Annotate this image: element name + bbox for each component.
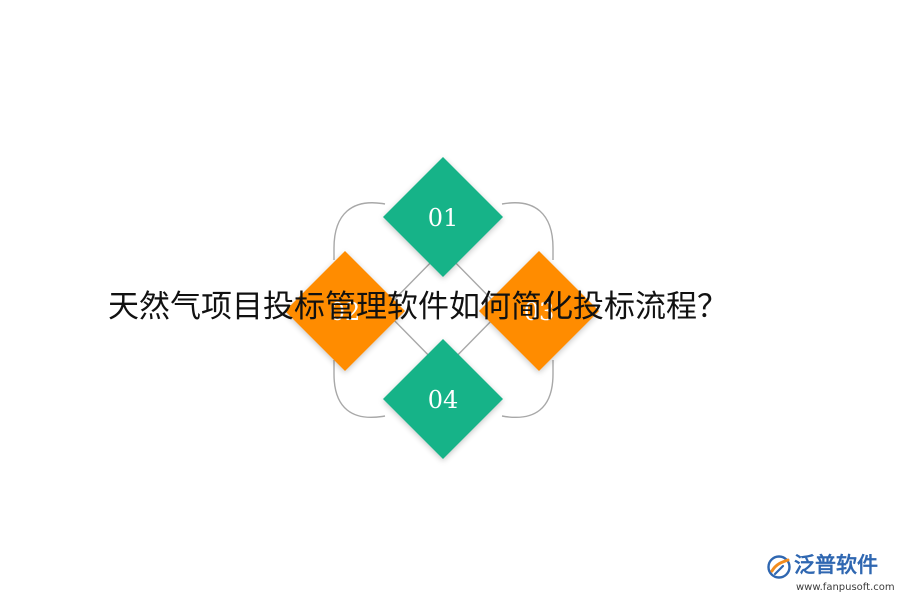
tile-01: 01 <box>383 157 503 277</box>
tile-02: 02 <box>285 251 405 371</box>
tile-03: 03 <box>479 251 599 371</box>
outer-loop-top-left <box>333 202 386 260</box>
tile-04-label: 04 <box>428 386 459 414</box>
tile-03-diamond <box>479 251 599 371</box>
outer-loop-bottom-right <box>501 360 554 418</box>
outer-loop-bottom-left <box>333 360 386 418</box>
tile-02-label: 02 <box>330 298 361 326</box>
outer-loop-top-right <box>501 202 554 260</box>
tile-03-label: 03 <box>524 298 555 326</box>
tile-01-label: 01 <box>428 204 459 232</box>
tile-04: 04 <box>383 339 503 459</box>
page-title: 天然气项目投标管理软件如何简化投标流程？ <box>108 289 728 325</box>
brand-logo: 泛普软件 www.fanpusoft.com <box>766 552 895 596</box>
tile-04-diamond <box>383 339 503 459</box>
logo-mark-icon <box>767 555 791 579</box>
tile-02-diamond <box>285 251 405 371</box>
tile-01-diamond <box>383 157 503 277</box>
logo-name: 泛普软件 <box>794 553 878 577</box>
logo-url: www.fanpusoft.com <box>796 582 895 593</box>
